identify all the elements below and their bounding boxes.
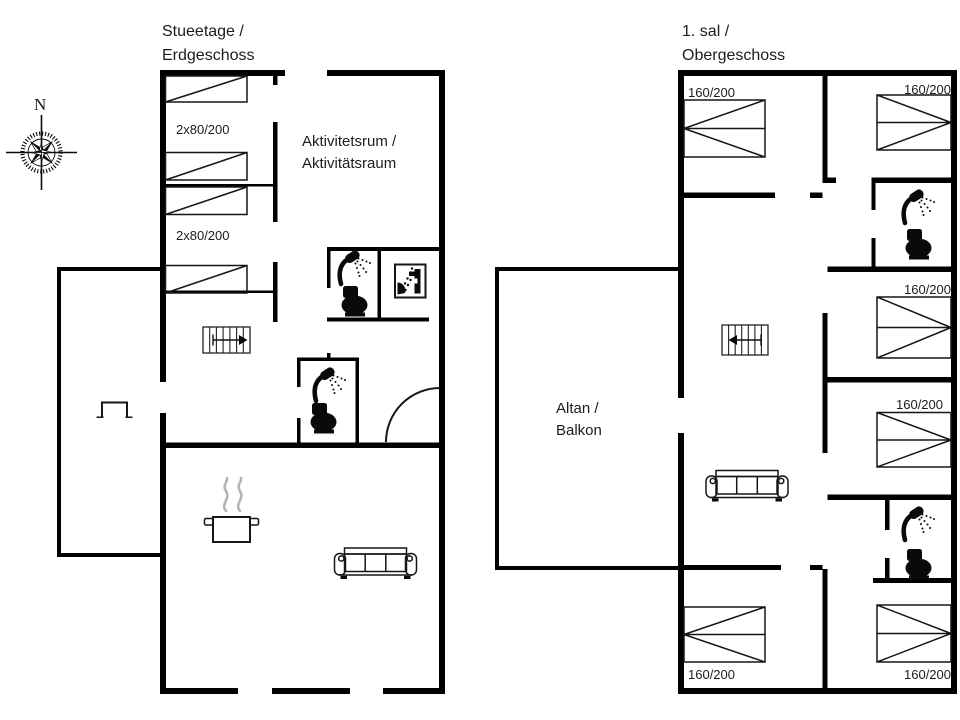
balcony-label-line2: Balkon xyxy=(556,422,602,439)
bed-icon xyxy=(876,296,952,359)
bed-size-label: 160/200 xyxy=(688,667,735,682)
sofa-icon xyxy=(705,469,789,503)
ground-floor-title-line1: Stueetage / xyxy=(162,23,244,40)
stairs-icon xyxy=(202,326,251,354)
ground-floor-plan: Stueetage / Erdgeschoss xyxy=(57,23,445,694)
toilet-icon xyxy=(905,549,932,580)
shower-icon xyxy=(904,505,935,540)
bed-icon xyxy=(876,604,952,663)
bed-icon xyxy=(683,99,766,158)
first-floor-walls xyxy=(495,70,957,694)
bed-size-label: 160/200 xyxy=(904,282,951,297)
first-floor-plan: 1. sal / Obergeschoss xyxy=(495,23,957,694)
toilet-icon xyxy=(341,286,368,317)
activity-room-label-line1: Aktivitetsrum / xyxy=(302,133,397,150)
compass-rose-icon: N xyxy=(6,95,77,190)
toilet-icon xyxy=(905,229,932,260)
shower-icon xyxy=(315,366,346,401)
sofa-icon xyxy=(333,547,418,580)
bed-icon xyxy=(164,75,248,103)
cooking-pot-icon xyxy=(203,476,260,543)
bed-size-label: 2x80/200 xyxy=(176,122,230,137)
bed-icon xyxy=(164,264,248,294)
bed-icon xyxy=(683,606,766,663)
activity-room-label-line2: Aktivitätsraum xyxy=(302,155,396,172)
first-floor-title-line1: 1. sal / xyxy=(682,23,730,40)
bed-size-label: 160/200 xyxy=(688,85,735,100)
compass-north-label: N xyxy=(34,95,46,114)
furniture-bracket-icon xyxy=(96,401,133,418)
bed-icon xyxy=(164,186,248,216)
ground-floor-title-line2: Erdgeschoss xyxy=(162,47,255,64)
balcony-label-line1: Altan / xyxy=(556,400,599,417)
washing-machine-icon xyxy=(394,263,427,299)
bed-icon xyxy=(876,94,952,151)
stairs-icon xyxy=(721,324,769,356)
bed-size-label: 2x80/200 xyxy=(176,228,230,243)
bed-icon xyxy=(876,411,952,468)
toilet-icon xyxy=(310,403,337,434)
first-floor-title-line2: Obergeschoss xyxy=(682,47,785,64)
door-swing-arc xyxy=(385,387,441,443)
shower-icon xyxy=(340,249,371,284)
bed-size-label: 160/200 xyxy=(904,82,951,97)
bed-size-label: 160/200 xyxy=(904,667,951,682)
shower-icon xyxy=(904,188,935,223)
bed-size-label: 160/200 xyxy=(896,397,943,412)
bed-icon xyxy=(164,151,248,181)
ground-floor-walls xyxy=(57,70,445,694)
